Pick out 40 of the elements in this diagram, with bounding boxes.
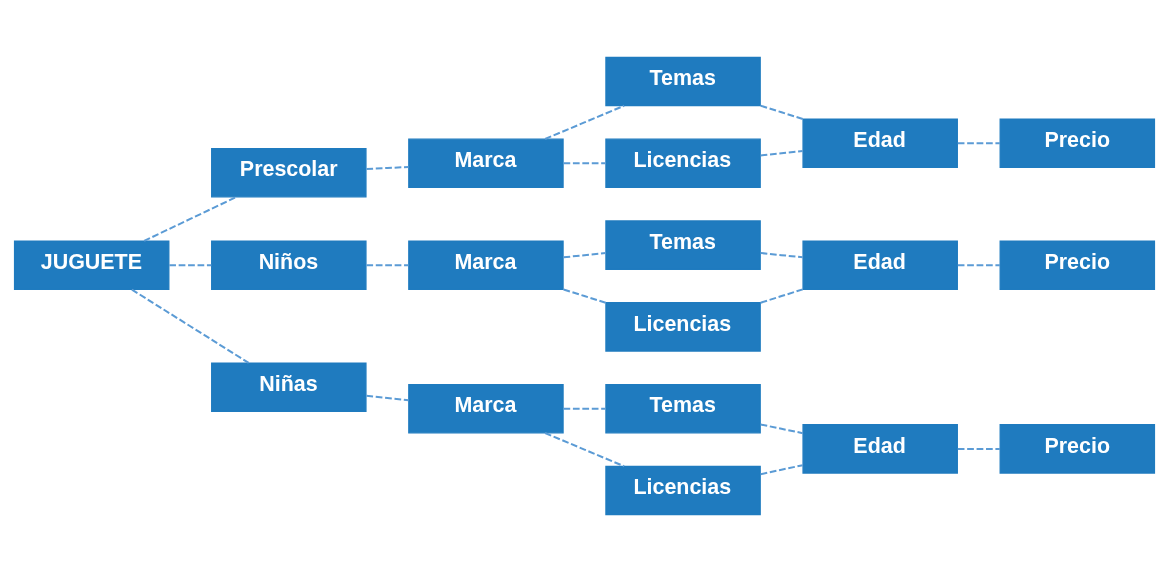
- node-box: Edad: [802, 117, 958, 168]
- node-box: JUGUETE: [13, 239, 170, 290]
- connector: [366, 394, 409, 401]
- node-box: Temas: [605, 383, 761, 433]
- node-box: Licencias: [605, 465, 761, 515]
- node-box: Temas: [605, 219, 761, 270]
- node-box: Precio: [999, 239, 1156, 290]
- connector: [957, 263, 1000, 266]
- node-box: Prescolar: [211, 147, 367, 197]
- connector: [760, 463, 803, 475]
- node-box: Licencias: [605, 301, 761, 352]
- node-box: Niños: [211, 239, 367, 290]
- node-box: Edad: [802, 239, 958, 290]
- connector: [563, 407, 606, 410]
- node-box: Marca: [408, 383, 564, 433]
- connector: [169, 263, 212, 266]
- connector: [760, 287, 804, 304]
- connector: [760, 423, 803, 434]
- connector: [366, 263, 409, 266]
- connector: [131, 288, 250, 364]
- node-box: Precio: [999, 423, 1156, 474]
- node-box: Temas: [605, 56, 761, 106]
- node-box: Precio: [999, 117, 1156, 168]
- connector: [563, 251, 606, 258]
- connector: [957, 141, 1000, 144]
- node-box: Marca: [408, 138, 564, 188]
- connector: [563, 287, 606, 304]
- node-box: Edad: [802, 423, 958, 474]
- node-box: Marca: [408, 239, 564, 290]
- node-box: Niñas: [211, 361, 367, 412]
- connector: [143, 195, 238, 242]
- connector: [544, 104, 625, 140]
- node-box: Licencias: [605, 138, 761, 188]
- connector: [760, 104, 804, 120]
- connector: [366, 165, 409, 170]
- connector: [760, 251, 803, 258]
- connector: [957, 447, 1000, 450]
- connector: [760, 149, 803, 156]
- connector: [544, 431, 625, 467]
- connector: [563, 161, 606, 164]
